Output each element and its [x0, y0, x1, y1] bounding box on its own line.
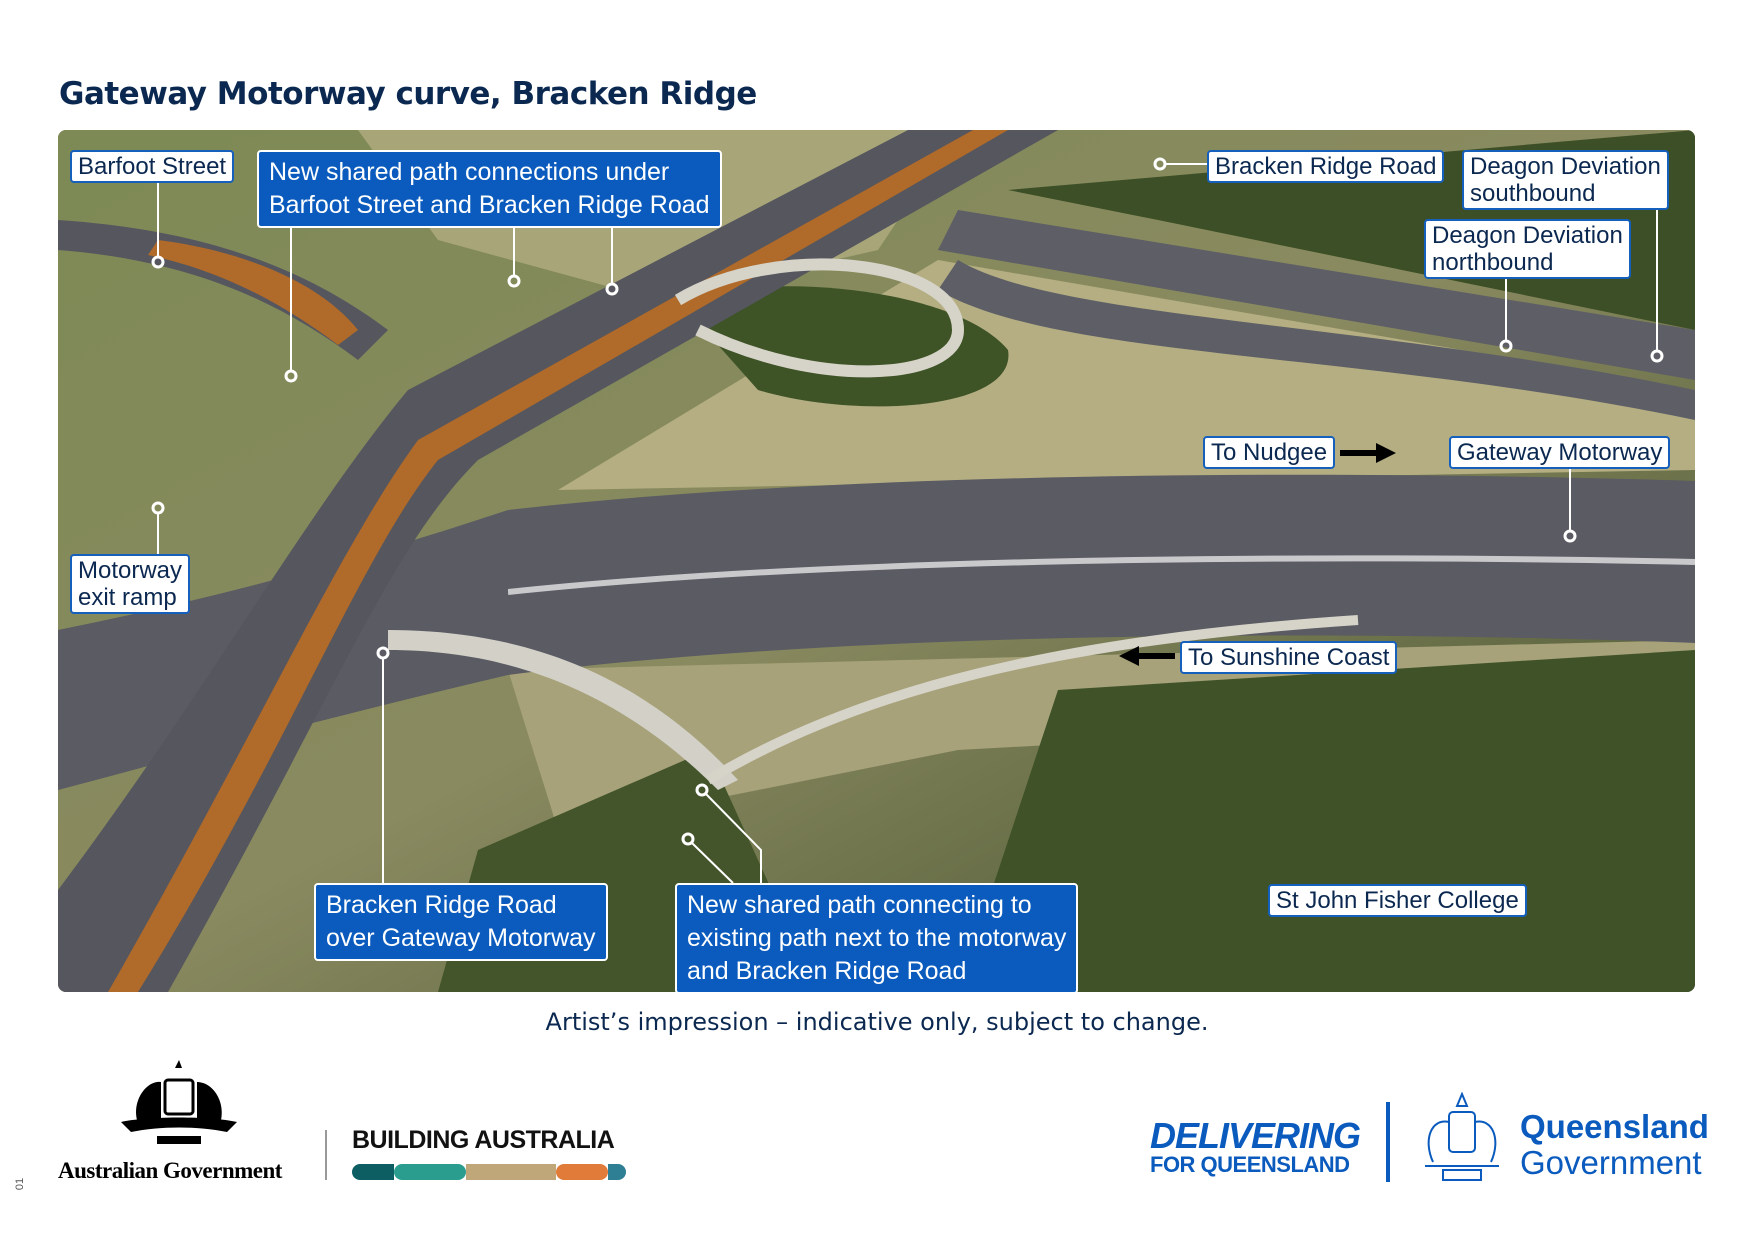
marker-dot — [1650, 349, 1664, 363]
label-deagon-deviation-southbound: Deagon Deviation southbound — [1462, 150, 1669, 210]
marker-dot — [605, 282, 619, 296]
building-australia-wordmark: BUILDING AUSTRALIA — [352, 1126, 615, 1154]
label-st-john-fisher-college: St John Fisher College — [1268, 884, 1527, 917]
label-line: Deagon Deviation — [1470, 153, 1661, 180]
page-title: Gateway Motorway curve, Bracken Ridge — [59, 76, 757, 112]
callout-line: Barfoot Street and Bracken Ridge Road — [269, 191, 710, 219]
australian-government-wordmark: Australian Government — [58, 1158, 282, 1183]
marker-dot — [151, 255, 165, 269]
footer-divider — [325, 1130, 327, 1180]
label-motorway-exit-ramp: Motorway exit ramp — [70, 554, 191, 614]
arrow-right-icon — [1340, 443, 1396, 463]
arrow-left-icon — [1119, 646, 1175, 666]
callout-line: existing path next to the motorway — [687, 924, 1067, 952]
label-bracken-ridge-road: Bracken Ridge Road — [1207, 150, 1445, 183]
callout-line: New shared path connecting to — [687, 891, 1032, 919]
label-gateway-motorway: Gateway Motorway — [1449, 436, 1671, 469]
marker-dot — [151, 501, 165, 515]
label-barfoot-street: Barfoot Street — [70, 150, 235, 183]
building-australia-color-bar — [352, 1164, 626, 1180]
marker-dot — [1499, 339, 1513, 353]
queensland-wordmark: Queensland — [1520, 1108, 1709, 1145]
for-queensland-wordmark: FOR QUEENSLAND — [1150, 1152, 1350, 1177]
label-to-nudgee: To Nudgee — [1203, 436, 1336, 469]
australian-coat-of-arms-logo — [121, 1060, 237, 1144]
queensland-coat-of-arms-logo — [1425, 1092, 1499, 1181]
marker-dot — [507, 274, 521, 288]
label-line: Motorway — [78, 557, 183, 584]
marker-dot — [681, 832, 695, 846]
callout-new-shared-path: New shared path connecting to existing p… — [675, 883, 1079, 992]
label-line: northbound — [1432, 249, 1554, 276]
label-line: southbound — [1470, 180, 1596, 207]
marker-dot — [284, 369, 298, 383]
callout-line: Bracken Ridge Road — [326, 891, 557, 919]
label-deagon-deviation-northbound: Deagon Deviation northbound — [1424, 219, 1631, 279]
label-line: Deagon Deviation — [1432, 222, 1623, 249]
government-wordmark: Government — [1520, 1144, 1702, 1181]
label-line: exit ramp — [78, 584, 177, 611]
marker-dot — [1153, 157, 1167, 171]
label-to-sunshine-coast: To Sunshine Coast — [1180, 641, 1398, 674]
leader-lines — [151, 157, 1664, 884]
marker-dot — [376, 646, 390, 660]
marker-dot — [695, 783, 709, 797]
callout-new-shared-path-connections: New shared path connections under Barfoo… — [257, 150, 722, 228]
delivering-wordmark: DELIVERING — [1150, 1115, 1361, 1156]
callout-line: and Bracken Ridge Road — [687, 957, 967, 985]
callout-line: over Gateway Motorway — [326, 924, 596, 952]
aerial-map-image: Barfoot Street New shared path connectio… — [58, 130, 1695, 992]
page-number: 01 — [14, 1177, 27, 1191]
marker-dot — [1563, 529, 1577, 543]
queensland-divider — [1386, 1102, 1390, 1182]
callout-bracken-ridge-road-bridge: Bracken Ridge Road over Gateway Motorway — [314, 883, 608, 961]
image-caption: Artist’s impression – indicative only, s… — [545, 1008, 1209, 1036]
callout-line: New shared path connections under — [269, 158, 670, 186]
